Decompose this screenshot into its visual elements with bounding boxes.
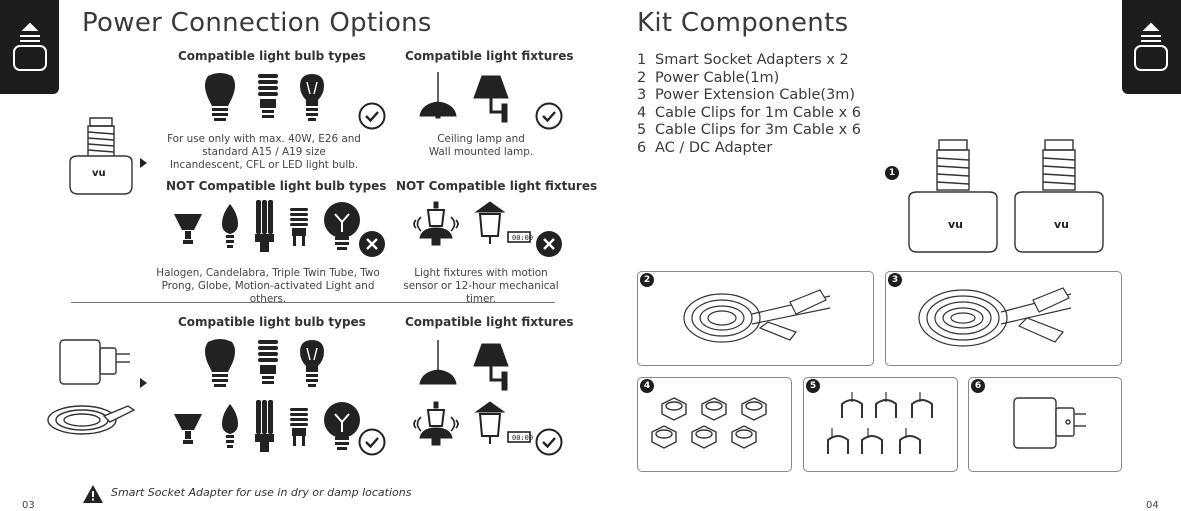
badge-5: 5: [806, 379, 820, 393]
extension-cable-illustration: [918, 287, 1072, 347]
compatible-fixtures-illustration: [419, 72, 509, 123]
cable-clips-3m-box: [803, 377, 958, 472]
arrow-right-icon: [140, 158, 147, 168]
badge-4: 4: [640, 379, 654, 393]
compatible-bulbs-note: For use only with max. 40W, E26 and stan…: [167, 133, 361, 171]
cable-clips-1m-illustration: [651, 397, 767, 449]
kit-title: Kit Components: [637, 8, 849, 38]
right-tab: [1122, 0, 1181, 94]
arrow-right-icon: [140, 378, 147, 388]
cross-circle-icon: [536, 231, 562, 257]
bulb-socket-icon: [13, 22, 47, 71]
socket-adapters-illustration: [908, 139, 1104, 253]
check-circle-icon: [358, 428, 386, 456]
compatible-bulbs-illustration-2: [205, 339, 324, 387]
not-compatible-fixtures-heading: NOT Compatible light fixtures: [396, 179, 598, 193]
not-compatible-bulbs-illustration: [174, 200, 360, 252]
badge-3: 3: [888, 273, 902, 287]
badge-1: 1: [885, 166, 899, 180]
smart-socket-adapter-illustration: [69, 117, 133, 195]
not-compatible-fixtures-illustration: [413, 201, 531, 246]
compatible-fixtures-illustration-2: [419, 340, 509, 391]
power-cable-box: [637, 271, 874, 366]
ac-dc-adapter-box: [968, 377, 1122, 472]
not-compatible-bulbs-note: Halogen, Candelabra, Triple Twin Tube, T…: [156, 267, 380, 305]
additional-bulbs-illustration: [174, 400, 360, 452]
badge-2: 2: [640, 273, 654, 287]
section-divider: [71, 302, 555, 303]
power-cable-illustration: [683, 289, 831, 343]
not-compatible-bulbs-heading: NOT Compatible light bulb types: [166, 179, 387, 193]
bulb-socket-icon: [1134, 22, 1168, 71]
additional-fixtures-illustration: [413, 401, 531, 446]
left-tab: [0, 0, 59, 94]
timer-label-2: 00:00: [512, 434, 534, 442]
cable-clips-1m-box: [637, 377, 792, 472]
check-circle-icon: [358, 102, 386, 130]
badge-6: 6: [971, 379, 985, 393]
page-number-left: 03: [22, 500, 35, 511]
compatible-bulbs-heading-2: Compatible light bulb types: [178, 315, 366, 329]
compatible-bulbs-illustration: [205, 73, 324, 121]
compatible-bulbs-heading: Compatible light bulb types: [178, 49, 366, 63]
cable-clips-3m-illustration: [827, 392, 933, 454]
page-number-right: 04: [1146, 500, 1159, 511]
timer-label: 00:00: [512, 234, 534, 242]
warning-icon: [83, 485, 103, 503]
ac-adapter-and-cable-illustration: [47, 339, 136, 435]
compatible-fixtures-heading: Compatible light fixtures: [405, 49, 574, 63]
cross-circle-icon: [359, 231, 385, 257]
ac-dc-adapter-illustration: [1013, 397, 1086, 449]
check-circle-icon: [535, 102, 563, 130]
adapter-logo: vu: [948, 218, 964, 231]
page-title: Power Connection Options: [82, 8, 432, 38]
compatible-fixtures-note: Ceiling lamp and Wall mounted lamp.: [428, 133, 534, 158]
not-compatible-fixtures-note: Light fixtures with motion sensor or 12-…: [403, 267, 559, 305]
dry-location-warning: Smart Socket Adapter for use in dry or d…: [111, 486, 412, 499]
check-circle-icon: [535, 428, 563, 456]
compatible-fixtures-heading-2: Compatible light fixtures: [405, 315, 574, 329]
adapter-logo: vu: [92, 168, 106, 179]
adapter-logo: vu: [1054, 218, 1070, 231]
extension-cable-box: [885, 271, 1122, 366]
